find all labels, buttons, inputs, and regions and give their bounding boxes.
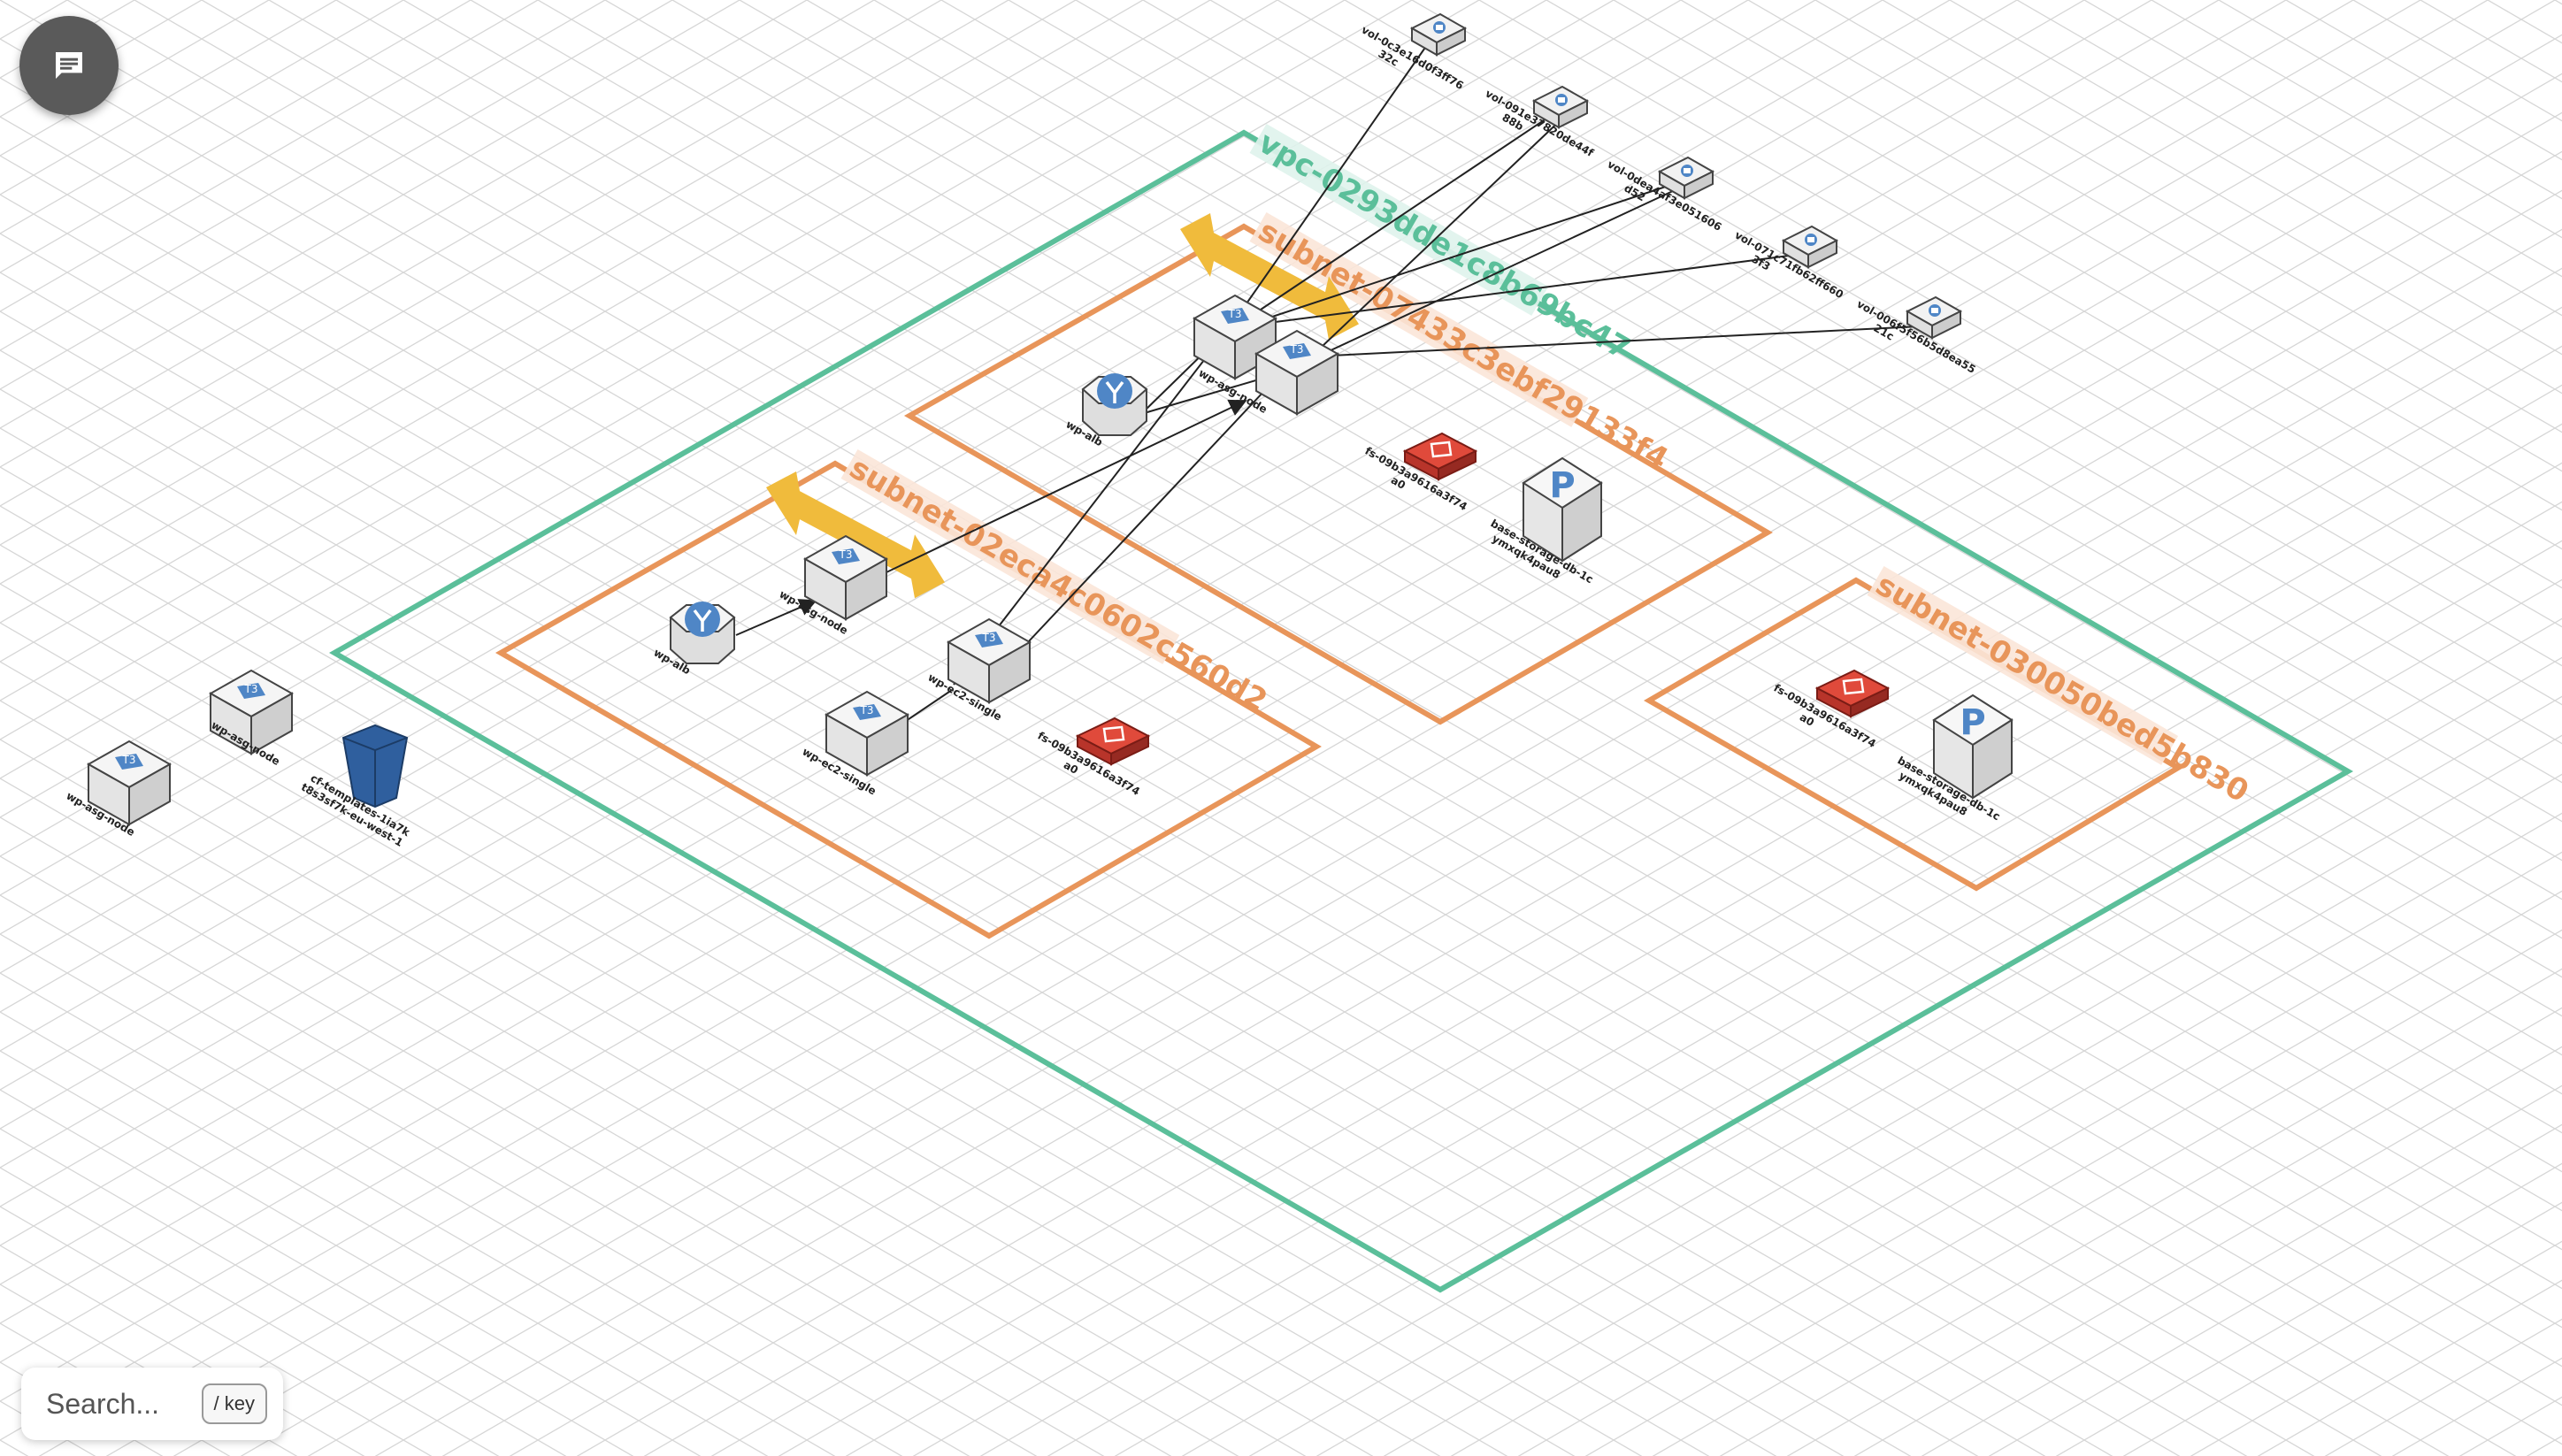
connection-line xyxy=(1255,180,1685,323)
connection-line xyxy=(735,599,817,636)
svg-text:T3: T3 xyxy=(982,632,996,644)
chat-bubble-icon xyxy=(56,52,82,79)
svg-text:T3: T3 xyxy=(860,704,874,717)
svg-text:T3: T3 xyxy=(1228,308,1242,320)
search-input[interactable] xyxy=(44,1386,189,1422)
svg-text:T3: T3 xyxy=(244,683,258,695)
vpc-boundary[interactable] xyxy=(328,129,2354,1293)
svg-text:T3: T3 xyxy=(1290,343,1304,356)
connection-line xyxy=(1326,183,1689,353)
svg-text:T3: T3 xyxy=(122,754,136,766)
connection-line xyxy=(847,399,1247,592)
connection-line xyxy=(1261,252,1811,325)
chat-button[interactable] xyxy=(19,16,119,115)
connection-line xyxy=(1246,111,1558,319)
connection-line xyxy=(1238,33,1436,316)
subnet-a-boundary[interactable] xyxy=(903,223,1773,725)
svg-text:T3: T3 xyxy=(839,548,853,561)
connection-line xyxy=(1140,370,1277,415)
search-key-hint: / key xyxy=(201,1383,267,1424)
ec2-asg-node[interactable]: T3 xyxy=(1193,295,1277,379)
connection-line xyxy=(1321,114,1567,348)
connection-line xyxy=(999,374,1280,673)
search-box[interactable]: / key xyxy=(21,1368,283,1440)
ec2-asg-node[interactable]: T3 xyxy=(1255,330,1339,415)
connection-line xyxy=(1330,325,1938,356)
